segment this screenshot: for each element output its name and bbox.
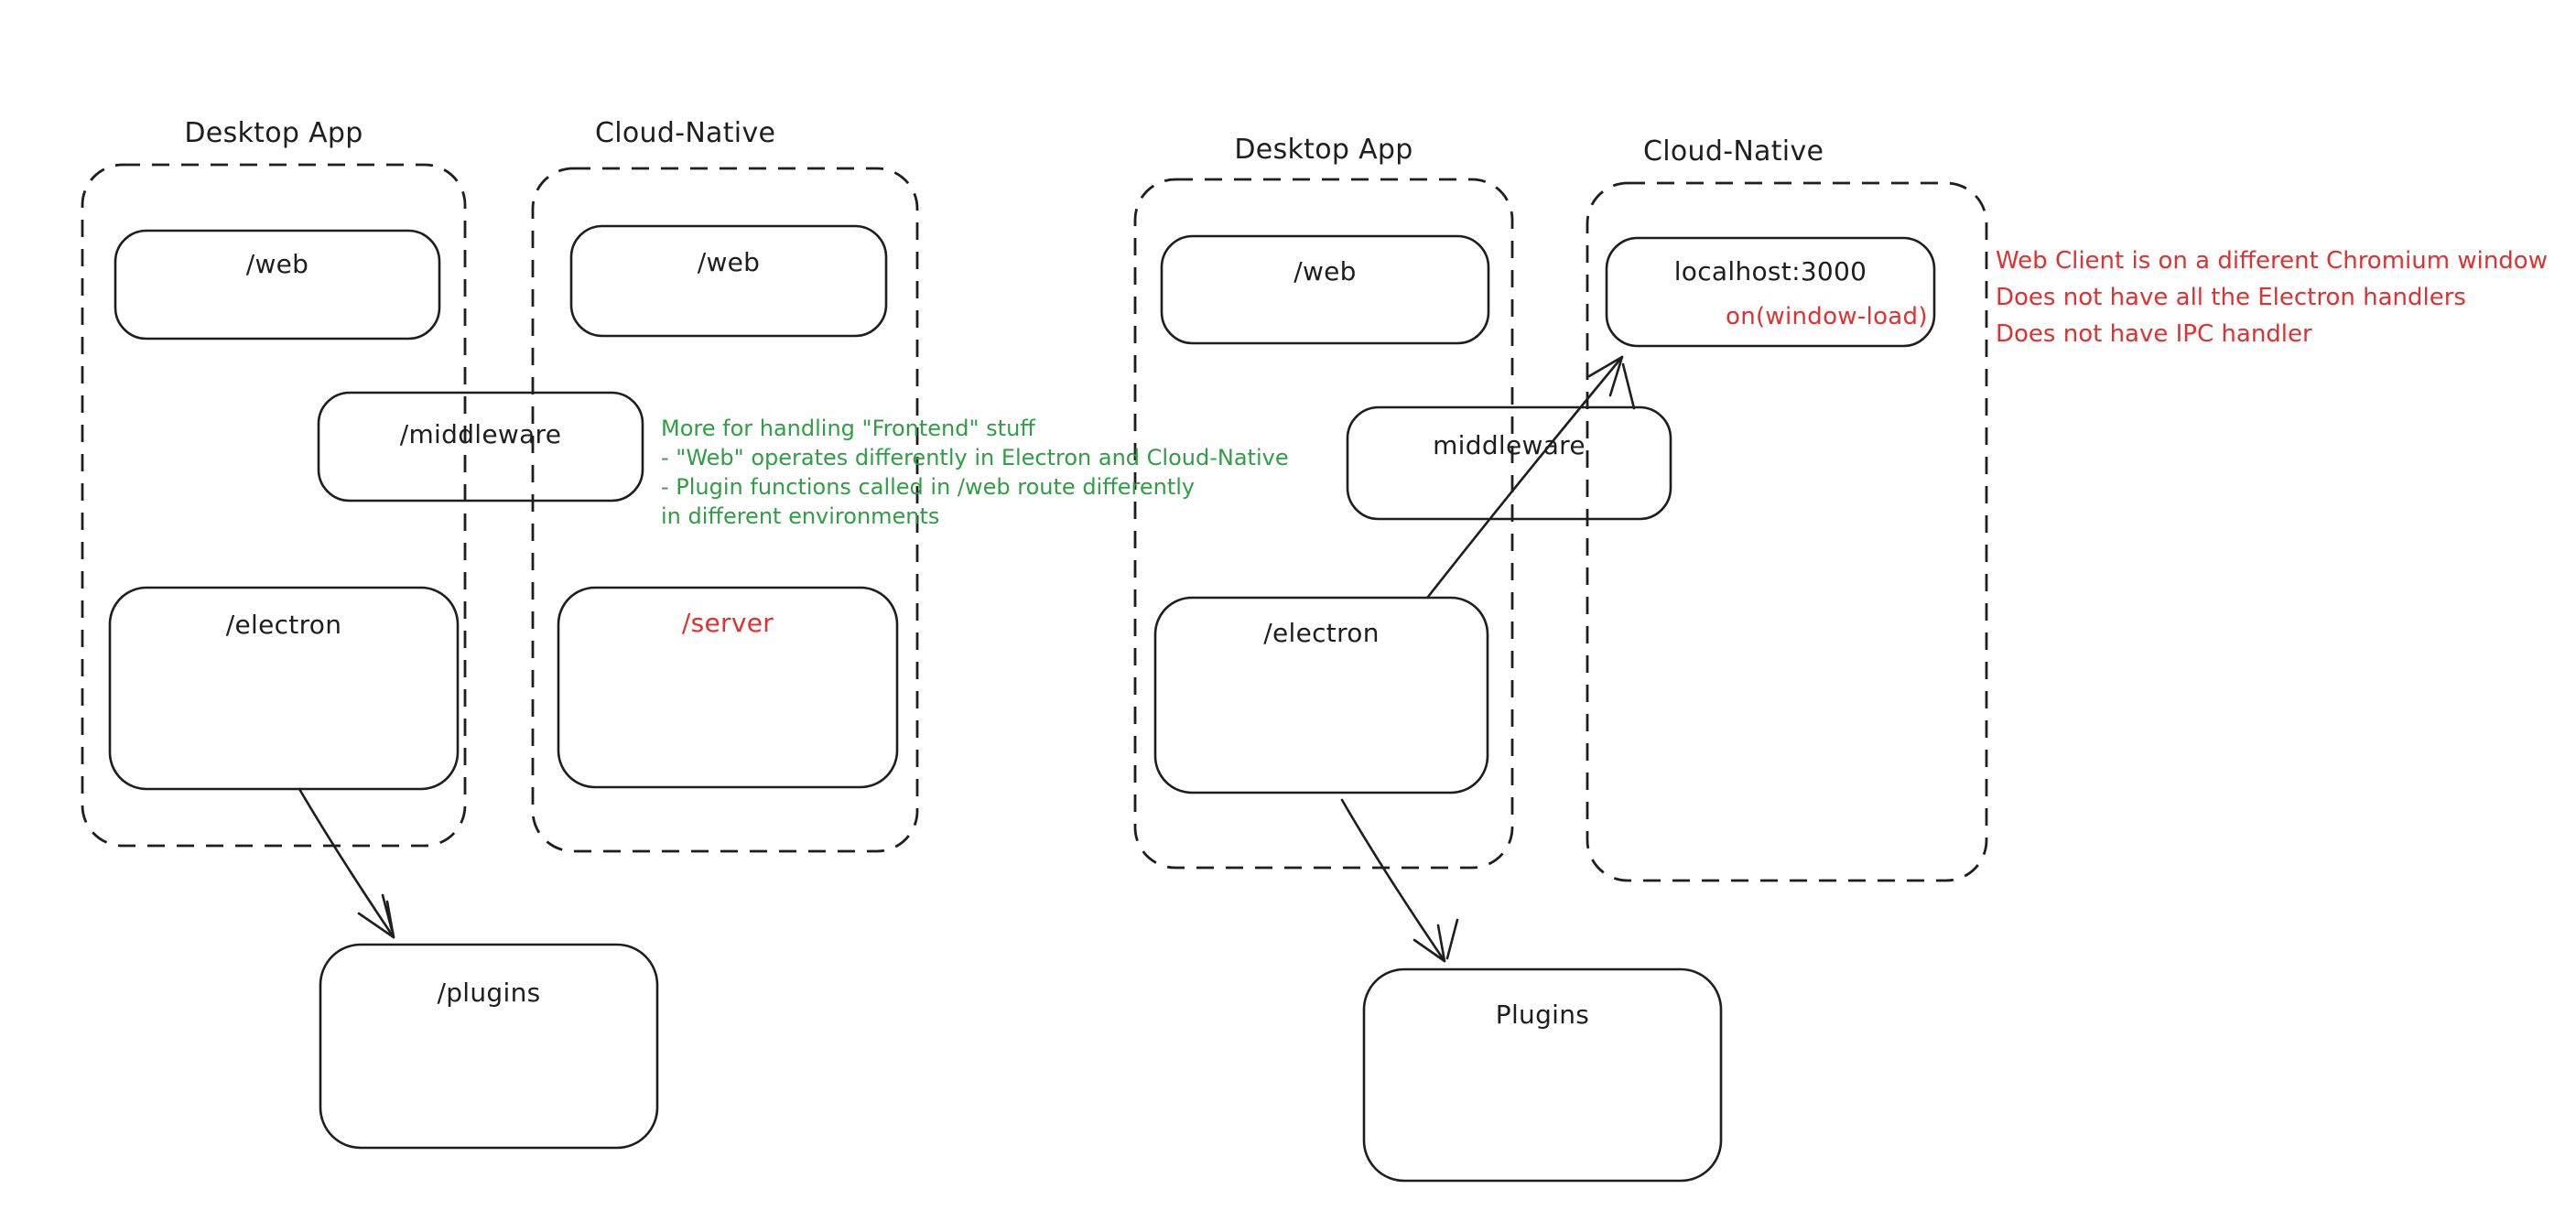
- right-desktop-app-container: [1133, 178, 1514, 870]
- arrow-right-electron-to-localhost: [1426, 355, 1624, 599]
- arrow-right-electron-to-plugins: [1340, 798, 1446, 963]
- right-electron-label: /electron: [1263, 618, 1380, 648]
- red-annotation-line: Does not have all the Electron handlers: [1996, 284, 2466, 311]
- left-web-cloud-label: /web: [697, 247, 761, 277]
- red-annotation: Web Client is on a different Chromium wi…: [1996, 243, 2548, 352]
- right-web-label: /web: [1293, 256, 1357, 286]
- left-plugins-label: /plugins: [437, 978, 541, 1008]
- right-electron-box: [1153, 596, 1489, 794]
- right-middleware-box: [1346, 405, 1672, 521]
- right-localhost-label: localhost:3000: [1673, 256, 1867, 286]
- right-middleware-label: middleware: [1433, 430, 1586, 460]
- green-annotation: More for handling "Frontend" stuff - "We…: [661, 414, 1289, 531]
- left-web-desktop-label: /web: [245, 249, 309, 279]
- green-annotation-line: - Plugin functions called in /web route …: [661, 474, 1196, 500]
- arrow-right-electron-to-localhost-head: [1587, 355, 1636, 410]
- arrow-left-electron-to-plugins: [298, 787, 395, 939]
- left-desktop-app-container: [81, 163, 467, 848]
- green-annotation-line: - "Web" operates differently in Electron…: [661, 445, 1289, 470]
- right-desktop-app-title: Desktop App: [1234, 134, 1413, 166]
- red-annotation-line: Web Client is on a different Chromium wi…: [1996, 247, 2548, 275]
- right-on-window-load-label: on(window-load): [1726, 303, 1928, 330]
- left-server-box: [557, 586, 899, 789]
- green-annotation-line: More for handling "Frontend" stuff: [661, 416, 1035, 441]
- right-localhost-box: [1605, 236, 1936, 348]
- arrow-right-electron-to-plugins-head: [1412, 918, 1459, 963]
- arrow-left-electron-to-plugins-head: [357, 893, 395, 939]
- left-cloud-native-title: Cloud-Native: [595, 117, 776, 149]
- left-middleware-label: /middleware: [399, 419, 562, 449]
- left-plugins-box: [319, 943, 659, 1150]
- left-web-cloud-box: [569, 224, 888, 338]
- left-electron-label: /electron: [225, 610, 342, 640]
- left-cloud-native-container: [531, 167, 919, 853]
- right-plugins-box: [1362, 967, 1723, 1183]
- left-server-label: /server: [681, 608, 774, 638]
- right-cloud-native-title: Cloud-Native: [1643, 135, 1824, 168]
- right-web-box: [1160, 234, 1490, 345]
- right-plugins-label: Plugins: [1495, 1000, 1590, 1030]
- left-electron-box: [108, 586, 460, 791]
- green-annotation-line: in different environments: [661, 503, 940, 529]
- red-annotation-line: Does not have IPC handler: [1996, 320, 2312, 348]
- left-desktop-app-title: Desktop App: [184, 117, 363, 149]
- left-middleware-box: [317, 391, 644, 503]
- right-cloud-native-container: [1586, 181, 1988, 882]
- left-web-desktop-box: [114, 229, 441, 340]
